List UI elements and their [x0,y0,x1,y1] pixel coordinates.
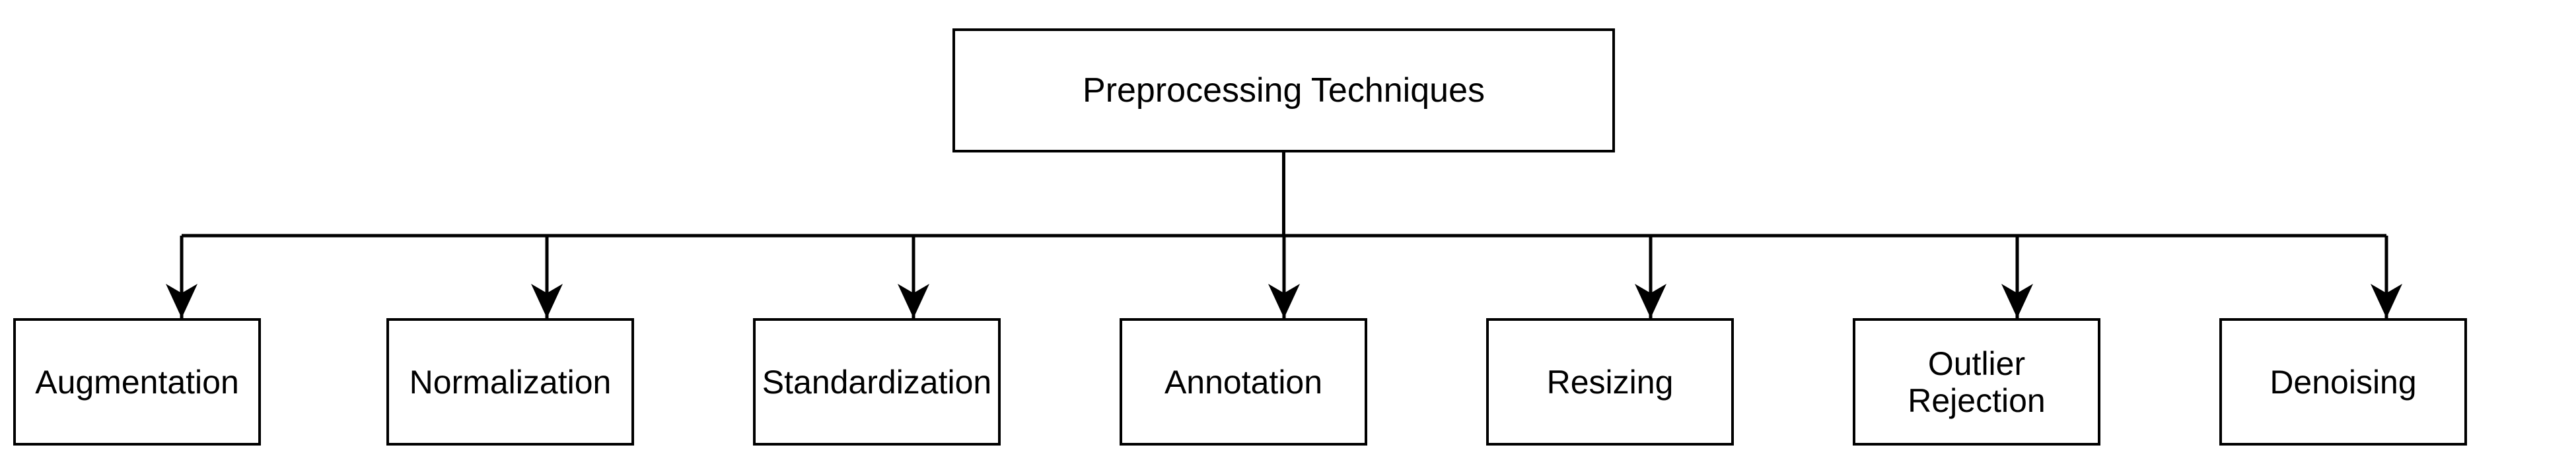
node-resizing-label: Resizing [1546,363,1674,401]
node-root-label: Preprocessing Techniques [1083,71,1485,110]
node-outlier-rejection[interactable]: Outlier Rejection [1853,318,2100,446]
arrowhead-normalization-icon [531,284,563,318]
arrowhead-standardization-icon [898,284,929,318]
arrowhead-outlier-rejection-icon [2001,284,2033,318]
node-outlier-rejection-label: Outlier Rejection [1908,345,2046,419]
node-normalization-label: Normalization [409,363,612,401]
node-root[interactable]: Preprocessing Techniques [952,28,1615,152]
node-resizing[interactable]: Resizing [1486,318,1734,446]
node-denoising-label: Denoising [2270,363,2417,401]
node-standardization-label: Standardization [762,363,992,401]
node-normalization[interactable]: Normalization [386,318,634,446]
edge-group [166,152,2402,318]
arrowhead-resizing-icon [1635,284,1666,318]
node-annotation[interactable]: Annotation [1120,318,1367,446]
node-standardization[interactable]: Standardization [753,318,1001,446]
node-annotation-label: Annotation [1164,363,1323,401]
arrowhead-denoising-icon [2371,284,2402,318]
node-augmentation[interactable]: Augmentation [13,318,261,446]
arrowhead-augmentation-icon [166,284,197,318]
arrowhead-annotation-icon [1268,284,1300,318]
node-augmentation-label: Augmentation [35,363,239,401]
node-denoising[interactable]: Denoising [2219,318,2467,446]
